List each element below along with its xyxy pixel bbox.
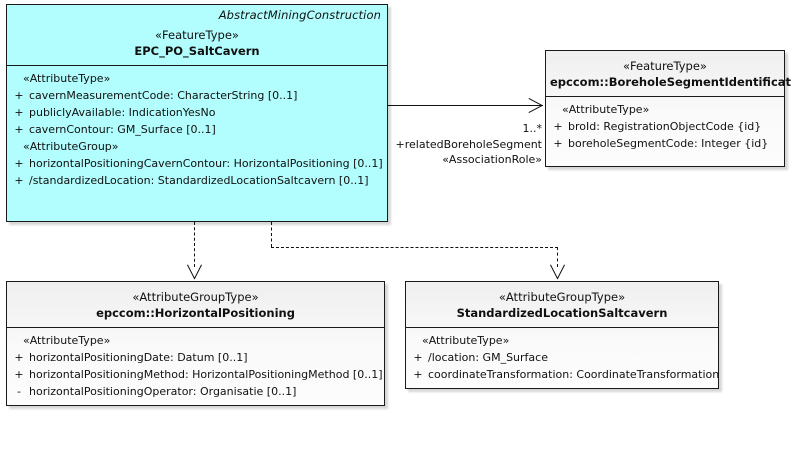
attribute-text: coordinateTransformation: CoordinateTran…: [428, 368, 720, 381]
class-header-borehole-segment-identification: «FeatureType» epccom::BoreholeSegmentIde…: [546, 51, 791, 96]
class-header-epc-po-saltcavern: «FeatureType» EPC_PO_SaltCavern: [7, 24, 387, 65]
attribute-text: publiclyAvailable: IndicationYesNo: [29, 106, 216, 119]
class-name: StandardizedLocationSaltcavern: [456, 306, 668, 320]
class-standardized-location-saltcavern[interactable]: «AttributeGroupType» StandardizedLocatio…: [405, 281, 719, 389]
attribute-group-label: «AttributeType»: [422, 334, 510, 347]
compartment-divider: [546, 96, 784, 97]
dependency-stub-standardized-location: [271, 222, 272, 247]
dependency-elbow-standardized-location: [271, 247, 558, 248]
class-stereotype: «AttributeGroupType»: [132, 290, 259, 304]
class-stereotype: «FeatureType»: [155, 28, 239, 42]
association-role-name: +relatedBoreholeSegment: [395, 138, 542, 151]
dependency-line-standardized-location: [557, 247, 558, 267]
class-attributes-epc-po-saltcavern: «AttributeType» + cavernMeasurementCode:…: [7, 66, 387, 194]
attribute-row: + cavernMeasurementCode: CharacterString…: [9, 87, 385, 104]
attribute-visibility: +: [14, 123, 24, 136]
compartment-divider: [7, 327, 384, 328]
attribute-visibility: +: [553, 120, 563, 133]
attribute-row: + boreholeSegmentCode: Integer {id}: [548, 135, 782, 152]
attribute-visibility: -: [17, 385, 21, 398]
dependency-arrowhead-standardized-location: [549, 265, 565, 280]
attribute-row: + horizontalPositioningMethod: Horizonta…: [9, 366, 382, 383]
class-header-horizontal-positioning: «AttributeGroupType» epccom::HorizontalP…: [7, 282, 384, 327]
attribute-row: + broId: RegistrationObjectCode {id}: [548, 118, 782, 135]
class-stereotype: «AttributeGroupType»: [498, 290, 626, 304]
attribute-text: /standardizedLocation: StandardizedLocat…: [29, 174, 369, 187]
attribute-text: cavernMeasurementCode: CharacterString […: [29, 89, 298, 102]
class-name: epccom::BoreholeSegmentIdentification: [550, 75, 791, 89]
class-package-label: AbstractMiningConstruction: [218, 8, 381, 22]
class-header-standardized-location-saltcavern: «AttributeGroupType» StandardizedLocatio…: [406, 282, 718, 327]
attribute-row: + /location: GM_Surface: [408, 349, 716, 366]
attribute-text: broId: RegistrationObjectCode {id}: [568, 120, 762, 133]
attribute-group-label: «AttributeType»: [23, 334, 111, 347]
attribute-text: /location: GM_Surface: [428, 351, 548, 364]
compartment-divider: [406, 327, 718, 328]
attribute-text: horizontalPositioningDate: Datum [0..1]: [29, 351, 248, 364]
association-stereotype: «AssociationRole»: [442, 153, 542, 166]
attribute-visibility: +: [14, 351, 24, 364]
association-arrowhead-open: [529, 97, 543, 113]
attribute-visibility: +: [14, 89, 24, 102]
dependency-arrowhead-horizontal-positioning: [186, 265, 202, 280]
attribute-group-label: «AttributeType»: [23, 72, 111, 85]
class-attributes-borehole-segment-identification: «AttributeType» + broId: RegistrationObj…: [546, 97, 784, 157]
attribute-visibility: +: [14, 157, 24, 170]
attribute-text: boreholeSegmentCode: Integer {id}: [568, 137, 769, 150]
attribute-row: - horizontalPositioningOperator: Organis…: [9, 383, 382, 400]
class-horizontal-positioning[interactable]: «AttributeGroupType» epccom::HorizontalP…: [6, 281, 385, 406]
class-attributes-horizontal-positioning: «AttributeType» + horizontalPositioningD…: [7, 328, 384, 405]
attribute-text: horizontalPositioningOperator: Organisat…: [29, 385, 297, 398]
class-stereotype: «FeatureType»: [623, 59, 707, 73]
association-multiplicity: 1..*: [522, 122, 543, 135]
class-attributes-standardized-location-saltcavern: «AttributeType» + /location: GM_Surface …: [406, 328, 720, 388]
class-name: epccom::HorizontalPositioning: [96, 306, 295, 320]
attribute-row: + cavernContour: GM_Surface [0..1]: [9, 121, 385, 138]
attribute-visibility: +: [553, 137, 563, 150]
attribute-visibility: +: [413, 368, 423, 381]
attribute-row: + horizontalPositioningCavernContour: Ho…: [9, 155, 385, 172]
attribute-text: horizontalPositioningCavernContour: Hori…: [29, 157, 383, 170]
attribute-visibility: +: [413, 351, 423, 364]
attribute-group-label: «AttributeType»: [562, 103, 650, 116]
attribute-visibility: +: [14, 106, 24, 119]
attribute-visibility: +: [14, 368, 24, 381]
attribute-row: + /standardizedLocation: StandardizedLoc…: [9, 172, 385, 189]
compartment-divider: [7, 65, 387, 66]
class-name: EPC_PO_SaltCavern: [134, 44, 260, 58]
dependency-line-horizontal-positioning: [194, 222, 195, 267]
attribute-text: horizontalPositioningMethod: HorizontalP…: [29, 368, 383, 381]
attribute-group-label: «AttributeGroup»: [23, 140, 119, 153]
attribute-row: + coordinateTransformation: CoordinateTr…: [408, 366, 720, 383]
class-borehole-segment-identification[interactable]: «FeatureType» epccom::BoreholeSegmentIde…: [545, 50, 791, 167]
attribute-row: + publiclyAvailable: IndicationYesNo: [9, 104, 385, 121]
attribute-text: cavernContour: GM_Surface [0..1]: [29, 123, 216, 136]
attribute-row: + horizontalPositioningDate: Datum [0..1…: [9, 349, 382, 366]
association-line-borehole-segment: [388, 105, 543, 106]
attribute-visibility: +: [14, 174, 24, 187]
class-epc-po-saltcavern[interactable]: AbstractMiningConstruction «FeatureType»…: [6, 4, 388, 222]
